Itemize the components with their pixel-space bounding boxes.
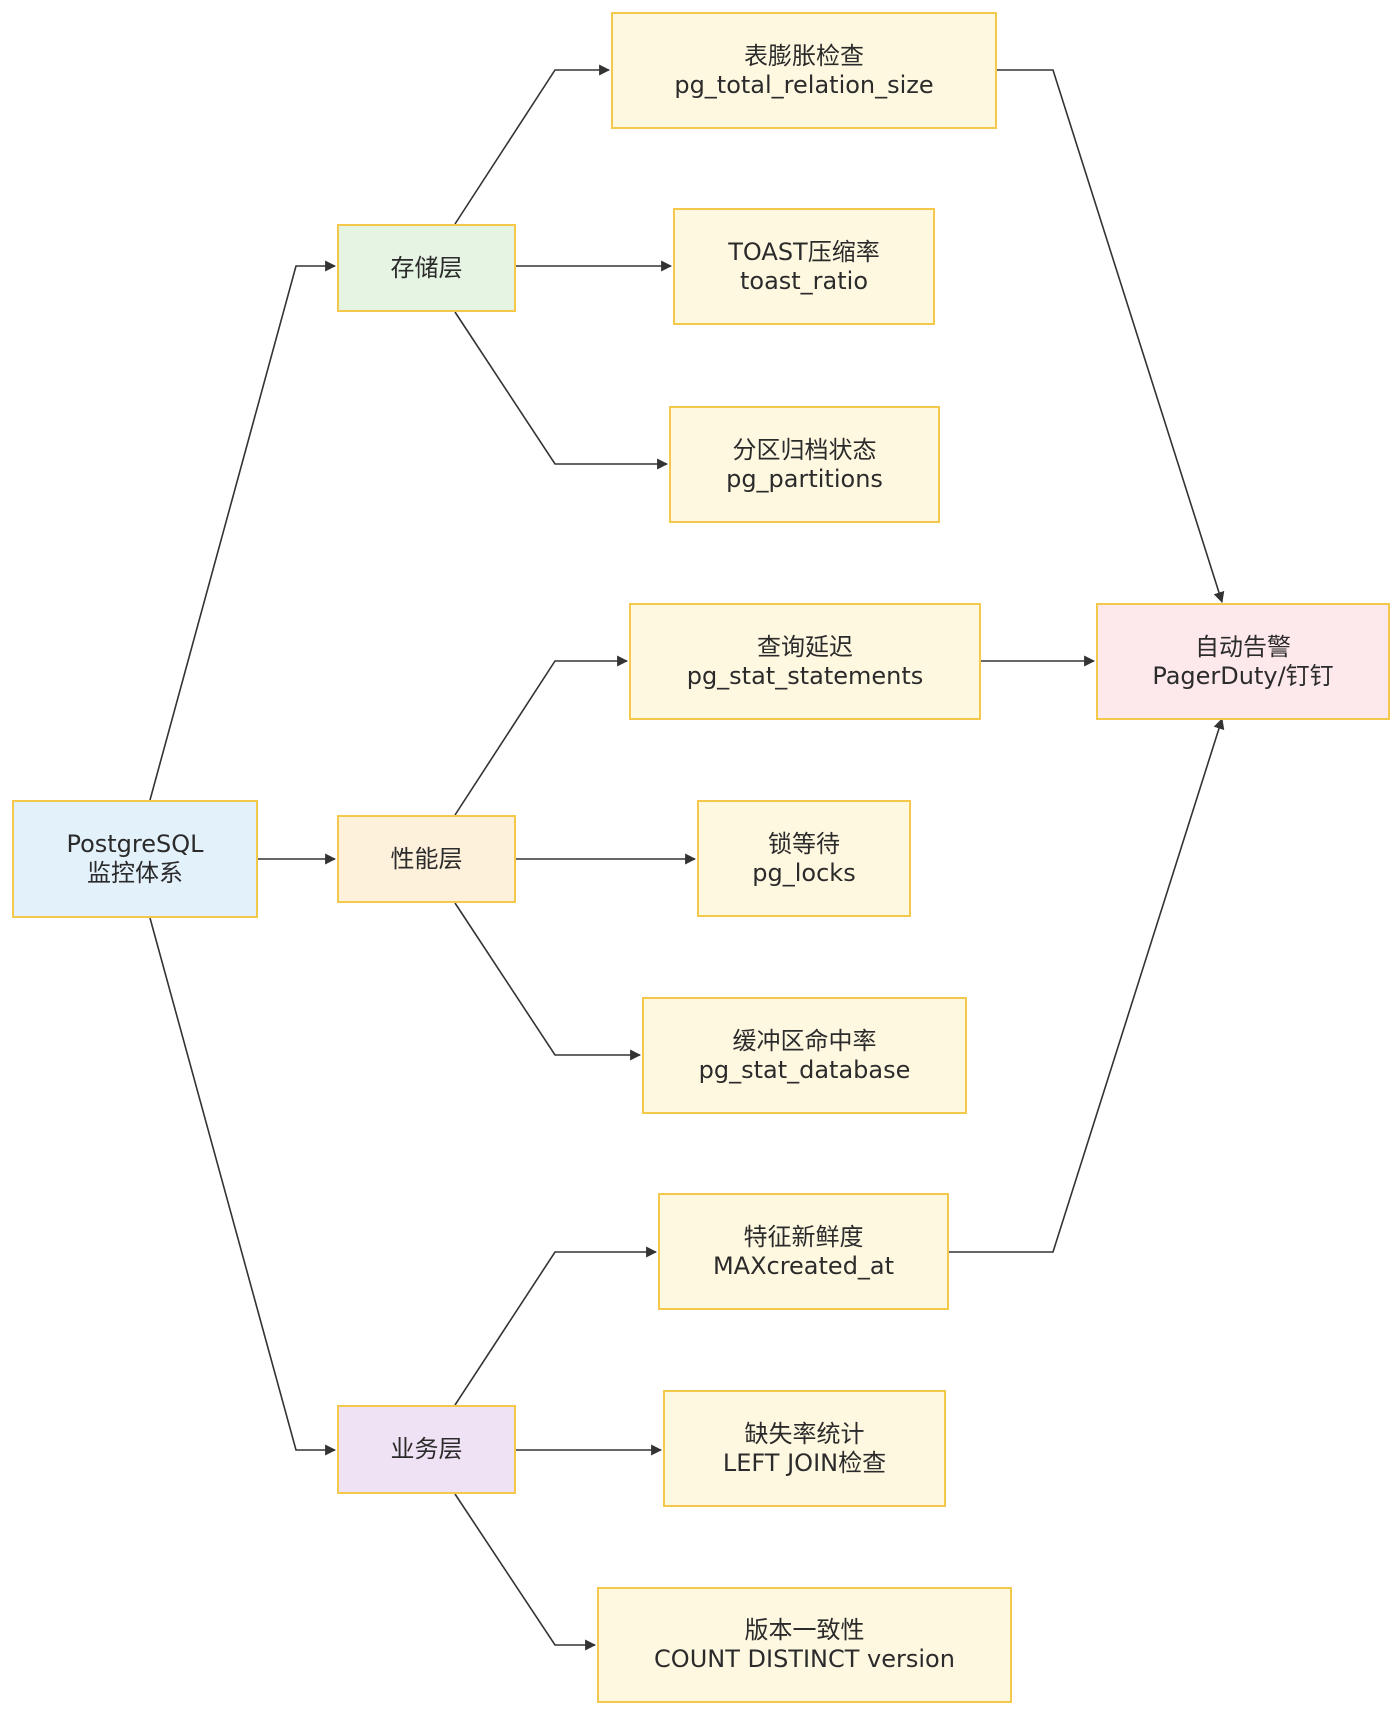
node-table-bloat: 表膨胀检查 pg_total_relation_size xyxy=(611,12,997,129)
node-bloat-line2: pg_total_relation_size xyxy=(674,70,934,99)
node-locks-line2: pg_locks xyxy=(752,858,856,887)
edge-perf-buffer xyxy=(454,902,642,1061)
node-query-latency: 查询延迟 pg_stat_statements xyxy=(629,603,981,720)
node-buffer-line2: pg_stat_database xyxy=(698,1055,911,1084)
node-toast-line2: toast_ratio xyxy=(739,266,869,295)
node-freshness-line2: MAXcreated_at xyxy=(712,1251,895,1280)
node-partition-archive: 分区归档状态 pg_partitions xyxy=(669,406,940,523)
node-performance-layer: 性能层 xyxy=(337,815,516,903)
node-business-layer: 业务层 xyxy=(337,1405,516,1494)
node-auto-alert: 自动告警 PagerDuty/钉钉 xyxy=(1096,603,1390,720)
node-biz-label: 业务层 xyxy=(390,1435,463,1463)
node-partition-line1: 分区归档状态 xyxy=(732,435,877,464)
node-buffer-hit-rate: 缓冲区命中率 pg_stat_database xyxy=(642,997,967,1114)
edge-bloat-alert xyxy=(997,69,1225,604)
node-root-line2: 监控体系 xyxy=(87,859,183,887)
node-version-line1: 版本一致性 xyxy=(744,1616,865,1644)
edge-biz-version xyxy=(454,1493,597,1651)
node-lock-wait: 锁等待 pg_locks xyxy=(697,800,911,917)
node-alert-line2: PagerDuty/钉钉 xyxy=(1152,661,1334,690)
node-buffer-line1: 缓冲区命中率 xyxy=(732,1026,877,1055)
edge-biz-freshness xyxy=(454,1246,658,1406)
node-latency-line1: 查询延迟 xyxy=(757,632,853,661)
node-alert-line1: 自动告警 xyxy=(1195,632,1291,661)
node-missing-line1: 缺失率统计 xyxy=(744,1419,865,1448)
node-root-line1: PostgreSQL xyxy=(66,830,204,858)
node-version-line2: COUNT DISTINCT version xyxy=(654,1645,955,1673)
node-bloat-line1: 表膨胀检查 xyxy=(744,41,864,70)
edge-perf-latency xyxy=(454,655,629,816)
node-feature-freshness: 特征新鲜度 MAXcreated_at xyxy=(658,1193,949,1310)
node-version-consistency: 版本一致性 COUNT DISTINCT version xyxy=(597,1587,1012,1703)
node-missing-rate: 缺失率统计 LEFT JOIN检查 xyxy=(663,1390,946,1507)
node-postgresql-monitoring: PostgreSQL 监控体系 xyxy=(12,800,258,918)
edge-freshness-alert xyxy=(949,717,1225,1253)
node-locks-line1: 锁等待 xyxy=(768,829,840,858)
node-perf-label: 性能层 xyxy=(390,844,463,873)
edge-storage-partition xyxy=(454,311,669,470)
node-toast-line1: TOAST压缩率 xyxy=(728,237,880,266)
node-partition-line2: pg_partitions xyxy=(726,464,883,493)
node-storage-label: 存储层 xyxy=(390,253,463,282)
node-toast-ratio: TOAST压缩率 toast_ratio xyxy=(673,208,935,325)
edge-root-storage xyxy=(149,260,337,801)
node-latency-line2: pg_stat_statements xyxy=(686,661,924,690)
node-missing-line2: LEFT JOIN检查 xyxy=(722,1448,887,1477)
edge-root-biz xyxy=(149,917,337,1456)
edge-storage-bloat xyxy=(454,64,611,225)
node-freshness-line1: 特征新鲜度 xyxy=(743,1222,864,1251)
node-storage-layer: 存储层 xyxy=(337,224,516,312)
